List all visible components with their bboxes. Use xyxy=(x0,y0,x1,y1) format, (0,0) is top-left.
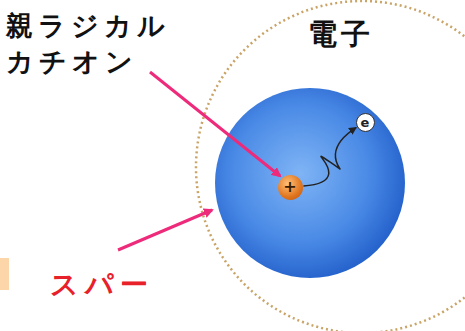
side-bar xyxy=(0,258,9,290)
cation-label: 親ラジカル カチオン xyxy=(6,8,184,80)
trajectory-line xyxy=(303,128,356,186)
node-text: e xyxy=(361,116,370,129)
node-text: + xyxy=(283,179,296,195)
electron-label: 電子 xyxy=(308,14,398,54)
leader-arrow xyxy=(150,72,280,176)
spur-label: スパー xyxy=(50,266,190,304)
cation-ball: + xyxy=(278,175,303,200)
outer-dotted-circle xyxy=(196,1,465,331)
leader-arrow xyxy=(118,210,212,250)
spur-sphere xyxy=(215,88,405,278)
electron-ball: e xyxy=(356,113,375,132)
